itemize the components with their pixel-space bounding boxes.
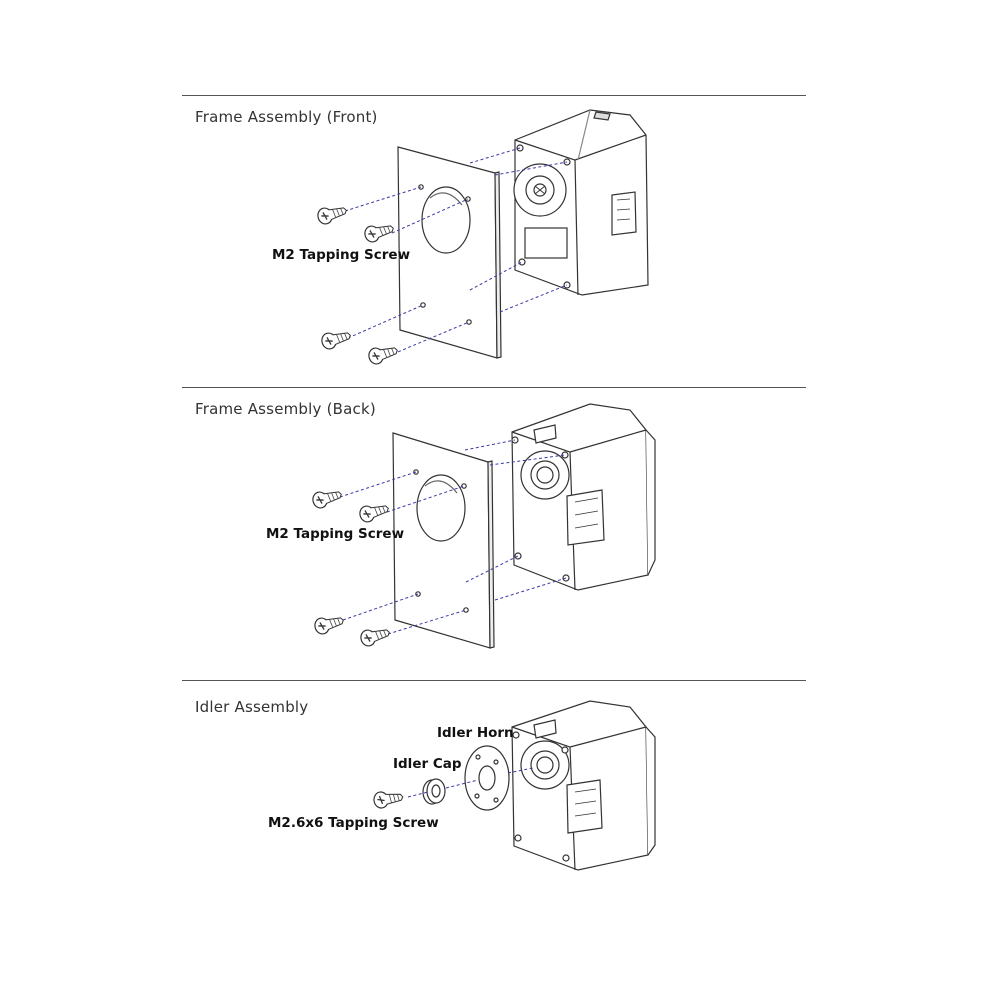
idler-horn (464, 745, 510, 811)
screw-icon (319, 326, 353, 352)
frame-plate (397, 146, 502, 359)
section-title: Idler Assembly (195, 698, 309, 716)
servo-body (511, 700, 656, 871)
section-title: Frame Assembly (Front) (195, 108, 378, 126)
idler-horn-label: Idler Horn (437, 725, 514, 741)
section-idler: Idler Assembly (182, 680, 806, 900)
section-title: Frame Assembly (Back) (195, 400, 376, 418)
section-divider (182, 680, 806, 681)
guide-lines (407, 767, 534, 798)
section-divider (182, 95, 806, 96)
idler-cap (422, 778, 446, 805)
screw-label: M2 Tapping Screw (272, 247, 410, 263)
screw-icon (366, 341, 400, 367)
screw-label: M2.6x6 Tapping Screw (268, 815, 439, 831)
screw-icon (362, 219, 396, 245)
screw-icon (315, 201, 349, 227)
screw-label: M2 Tapping Screw (266, 526, 404, 542)
section-frame-front: Frame Assembly (Front) (182, 95, 806, 385)
guide-lines (339, 439, 567, 635)
idler-cap-label: Idler Cap (393, 756, 462, 772)
servo-body (511, 403, 656, 591)
section-divider (182, 387, 806, 388)
servo-body (513, 109, 649, 296)
guide-lines (344, 147, 568, 355)
section-frame-back: Frame Assembly (Back) (182, 387, 806, 677)
